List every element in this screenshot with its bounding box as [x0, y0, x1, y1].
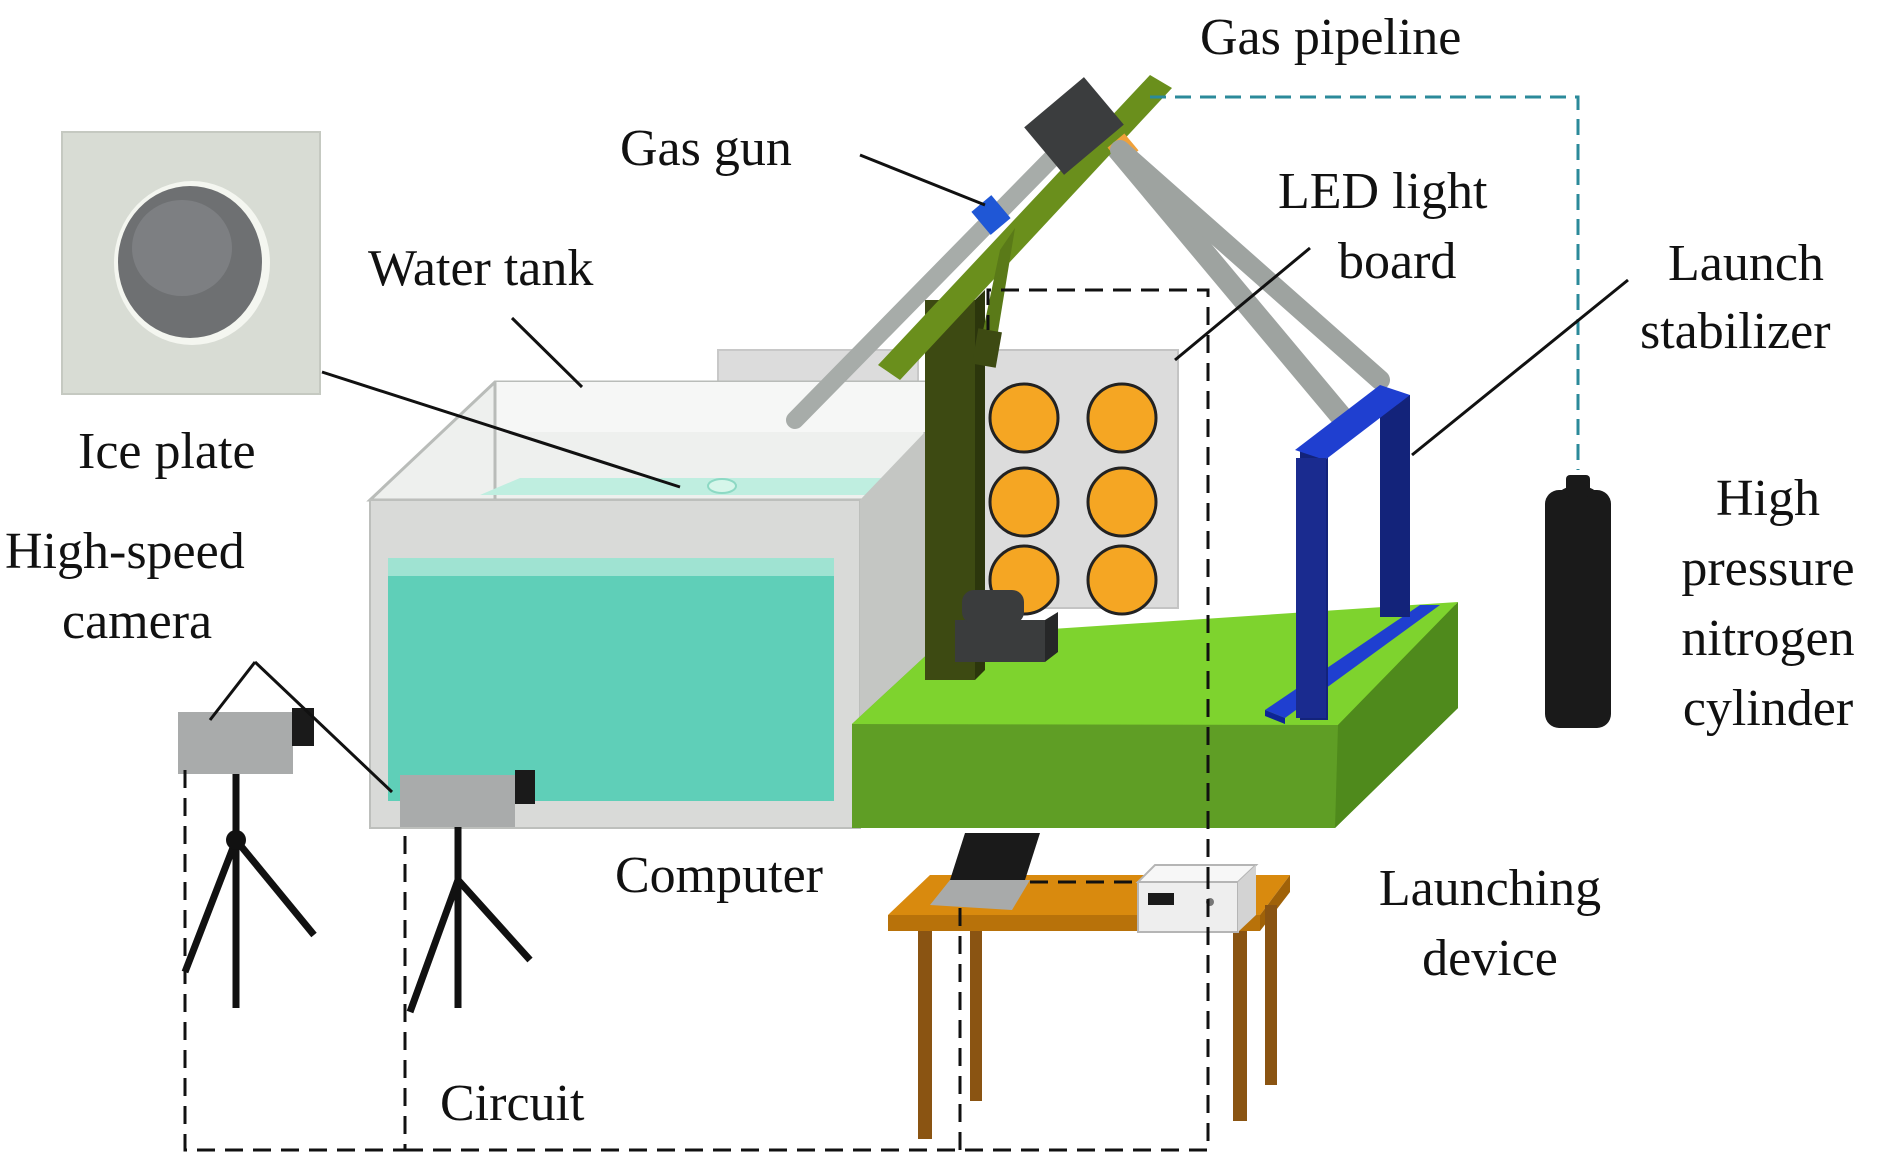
label-launching-device-2: device [1422, 930, 1558, 987]
label-cylinder-3: nitrogen [1681, 610, 1854, 667]
label-high-speed-1: High-speed [5, 523, 245, 580]
label-launch-stabilizer-1: Launch [1668, 235, 1824, 292]
label-cylinder-4: cylinder [1683, 680, 1853, 737]
label-ice-plate: Ice plate [78, 423, 256, 480]
launching-device [1135, 864, 1259, 933]
nitrogen-cylinder [1545, 475, 1611, 728]
label-high-speed-2: camera [62, 593, 212, 650]
label-computer: Computer [615, 847, 823, 904]
leader-lines [208, 153, 1629, 794]
computer [930, 833, 1040, 910]
label-gas-gun: Gas gun [620, 120, 792, 177]
label-launch-stabilizer-2: stabilizer [1640, 303, 1831, 360]
led-light-board [979, 349, 1179, 616]
label-water-tank: Water tank [368, 240, 593, 297]
label-circuit: Circuit [440, 1075, 585, 1132]
label-gas-pipeline: Gas pipeline [1200, 9, 1461, 66]
label-led-light-2: board [1338, 233, 1456, 290]
gas-gun-frame [786, 75, 1390, 680]
label-cylinder-2: pressure [1681, 540, 1854, 597]
platform-device [955, 590, 1058, 662]
water-tank [366, 349, 927, 829]
circuit-lines [183, 288, 1210, 1152]
high-speed-camera-2 [400, 770, 535, 1014]
launch-stabilizer [1265, 385, 1440, 724]
high-speed-camera-1 [178, 708, 317, 1008]
label-cylinder-1: High [1716, 470, 1820, 527]
gas-pipeline-line [1150, 95, 1580, 470]
ice-plate-photo [61, 131, 321, 395]
label-launching-device-1: Launching [1379, 860, 1601, 917]
labels: Gas pipeline Gas gun LED light board Wat… [5, 9, 1855, 1132]
label-led-light-1: LED light [1278, 163, 1488, 220]
